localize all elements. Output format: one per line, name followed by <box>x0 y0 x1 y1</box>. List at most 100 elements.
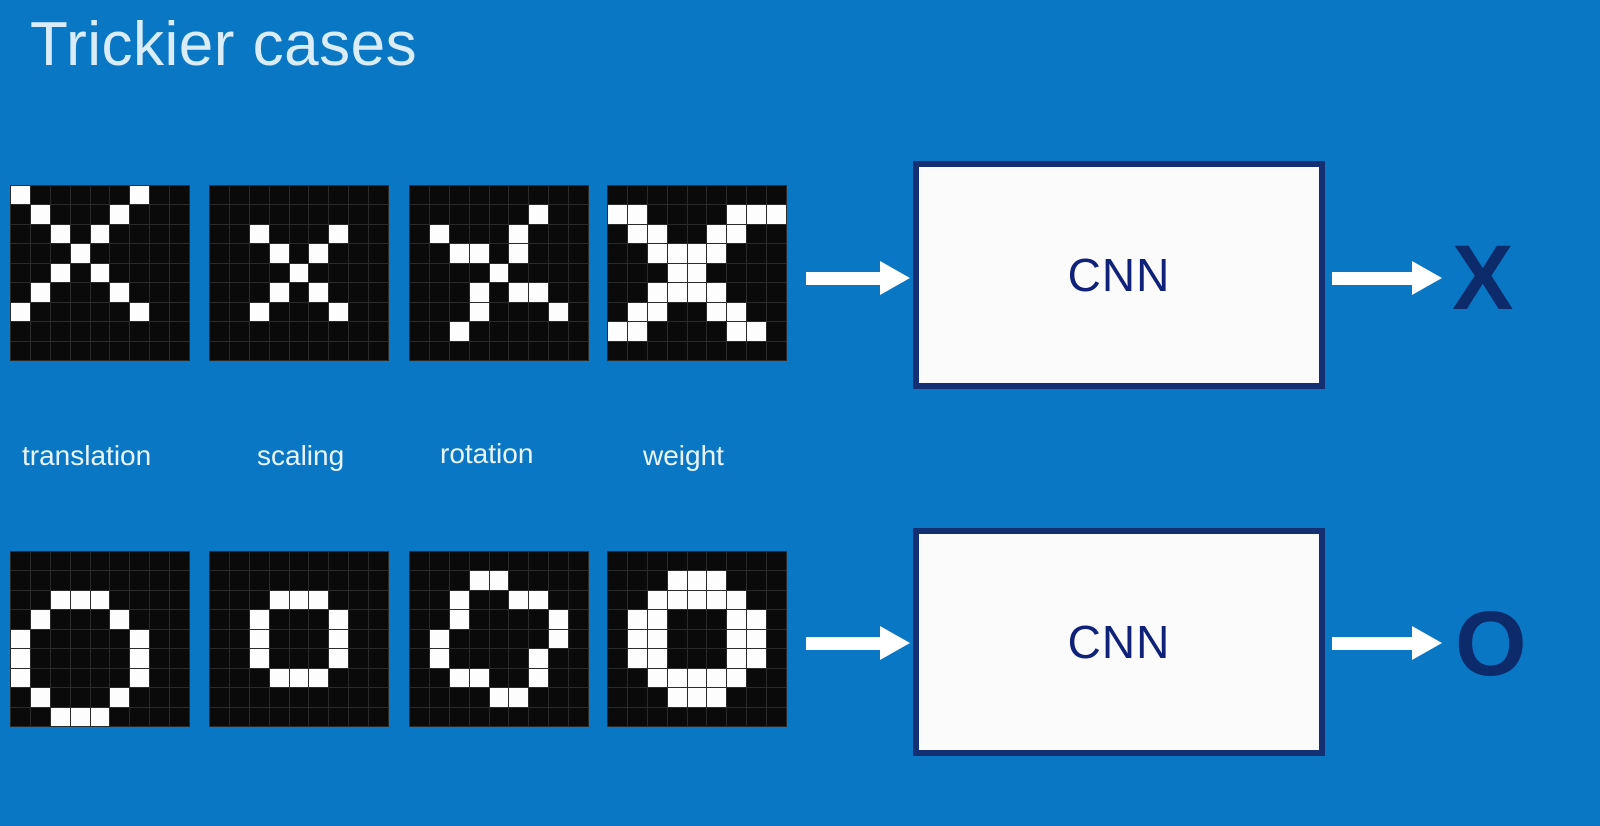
pixel-cell <box>229 649 249 668</box>
pixel-cell <box>329 590 349 610</box>
pixel-cell <box>369 322 388 341</box>
pixel-cell <box>627 322 647 341</box>
pixel-cell <box>687 322 707 341</box>
pixel-cell <box>229 244 249 263</box>
arrow-output-x <box>1332 261 1442 295</box>
pixel-cell <box>349 590 369 610</box>
pixel-cell <box>130 205 150 224</box>
pixel-cell <box>30 186 50 205</box>
pixel-cell <box>229 571 249 590</box>
pixel-cell <box>647 302 667 322</box>
pixel-cell <box>50 552 70 571</box>
pixel-cell <box>489 341 509 360</box>
pixel-cell <box>529 668 549 688</box>
pixel-cell <box>70 590 90 610</box>
pixel-cell <box>569 571 588 590</box>
pixel-cell <box>349 205 369 224</box>
pixel-cell <box>249 341 269 360</box>
pixel-cell <box>50 244 70 263</box>
pixel-cell <box>70 224 90 244</box>
pixel-cell <box>549 244 569 263</box>
pixel-cell <box>329 244 349 263</box>
pixel-cell <box>627 283 647 302</box>
pixel-cell <box>170 283 189 302</box>
pixel-cell <box>747 322 767 341</box>
pixel-cell <box>110 186 130 205</box>
pixel-cell <box>687 205 707 224</box>
cnn-box-x[interactable]: CNN <box>913 161 1325 389</box>
pixel-cell <box>170 244 189 263</box>
pixel-cell <box>70 649 90 668</box>
caption-rotation: rotation <box>440 438 534 469</box>
pixel-cell <box>727 244 747 263</box>
pixel-cell <box>369 186 388 205</box>
pixel-cell <box>349 283 369 302</box>
pixel-cell <box>249 649 269 668</box>
pixel-cell <box>210 205 229 224</box>
pixel-cell <box>170 590 189 610</box>
cnn-box-o[interactable]: CNN <box>913 528 1325 756</box>
pixel-cell <box>429 244 449 263</box>
pixel-cell <box>667 668 687 688</box>
pixel-cell <box>289 590 309 610</box>
pixel-cell <box>11 302 30 322</box>
pixel-cell <box>70 552 90 571</box>
pixel-cell <box>210 244 229 263</box>
pixel-cell <box>249 186 269 205</box>
pixel-cell <box>687 186 707 205</box>
pixel-cell <box>410 224 429 244</box>
pixel-cell <box>767 322 786 341</box>
pixel-cell <box>647 571 667 590</box>
pixel-cell <box>687 224 707 244</box>
pixel-cell <box>509 610 529 629</box>
pixel-cell <box>410 552 429 571</box>
pixel-cell <box>110 283 130 302</box>
pixel-cell <box>309 322 329 341</box>
pixel-cell <box>369 649 388 668</box>
pixel-cell <box>269 610 289 629</box>
pixel-cell <box>229 688 249 707</box>
pixel-cell <box>667 322 687 341</box>
pixel-cell <box>667 205 687 224</box>
pixel-cell <box>608 186 627 205</box>
pixel-cell <box>747 263 767 283</box>
pixel-cell <box>269 707 289 726</box>
pixel-cell <box>289 341 309 360</box>
caption-translation: translation <box>22 440 152 471</box>
pixel-cell <box>469 688 489 707</box>
pixel-cell <box>647 629 667 649</box>
pixel-cell <box>309 283 329 302</box>
pixel-cell <box>170 629 189 649</box>
pixel-cell <box>90 322 110 341</box>
pixel-cell <box>667 283 687 302</box>
cnn-box-o-label: CNN <box>1067 616 1171 668</box>
pixel-cell <box>549 590 569 610</box>
pixel-cell <box>627 707 647 726</box>
pixel-cell <box>90 571 110 590</box>
pixel-cell <box>549 649 569 668</box>
pixel-cell <box>170 302 189 322</box>
pixel-cell <box>469 244 489 263</box>
pixel-cell <box>229 186 249 205</box>
pixel-cell <box>429 341 449 360</box>
pixel-cell <box>429 610 449 629</box>
pixel-cell <box>627 590 647 610</box>
pixel-cell <box>549 610 569 629</box>
pixel-cell <box>11 263 30 283</box>
pixel-cell <box>727 707 747 726</box>
pixel-cell <box>489 571 509 590</box>
pixel-cell <box>210 707 229 726</box>
pixel-cell <box>747 244 767 263</box>
pixel-cell <box>667 688 687 707</box>
pixel-cell <box>329 283 349 302</box>
pixel-cell <box>90 688 110 707</box>
pixel-cell <box>150 283 170 302</box>
pixel-cell <box>509 649 529 668</box>
pixel-cell <box>549 688 569 707</box>
pixel-cell <box>687 688 707 707</box>
pixel-cell <box>608 224 627 244</box>
pixel-cell <box>349 649 369 668</box>
pixel-cell <box>727 610 747 629</box>
pixel-cell <box>767 629 786 649</box>
pixel-cell <box>410 571 429 590</box>
